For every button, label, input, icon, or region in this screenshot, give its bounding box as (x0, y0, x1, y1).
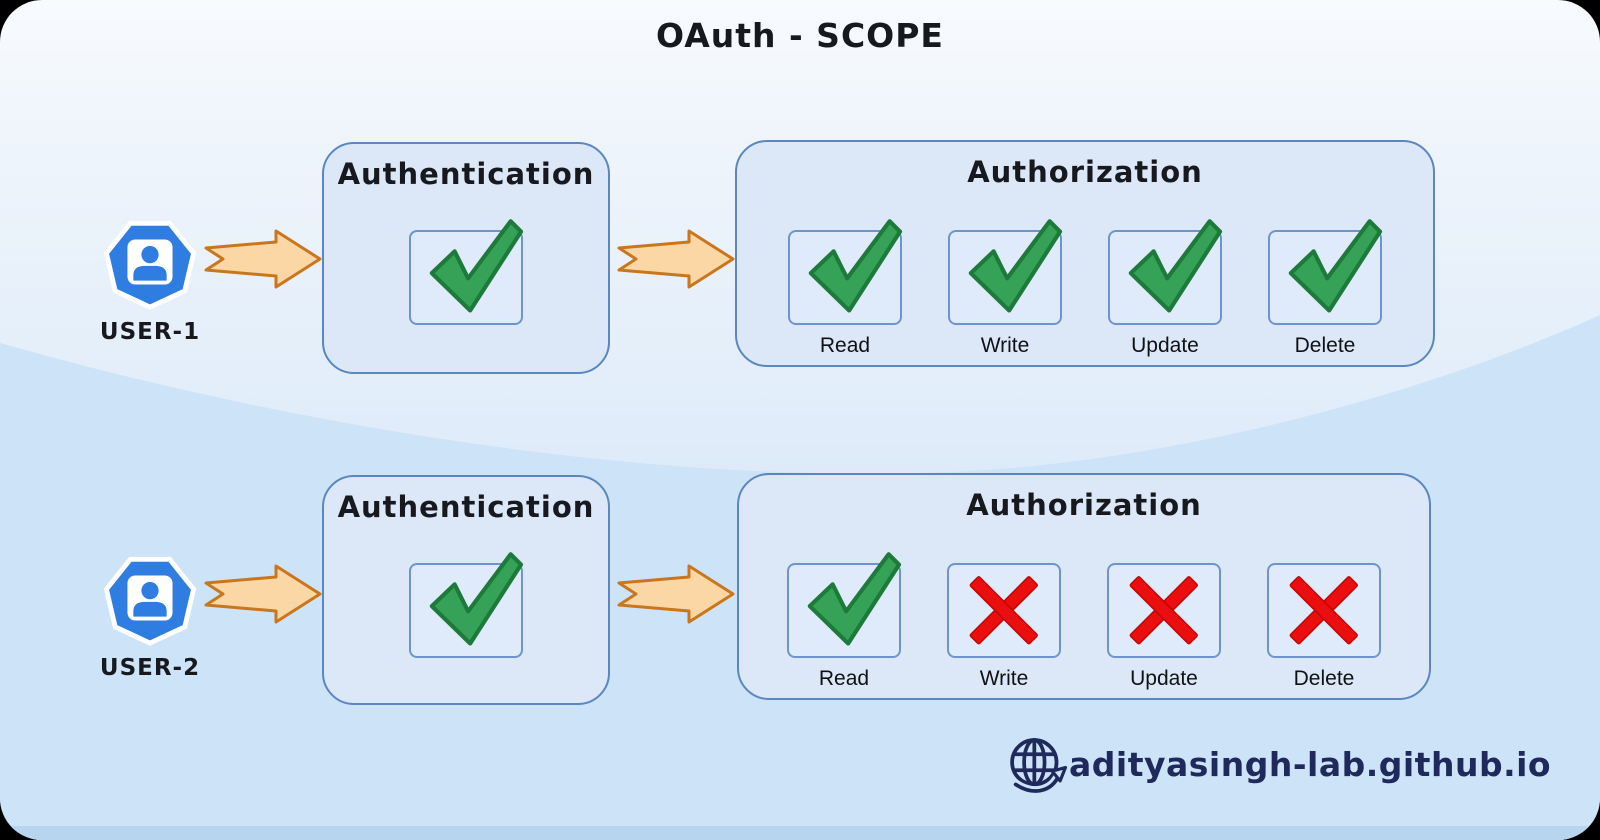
permission-checkbox (947, 563, 1061, 658)
permission-delete: Delete (1268, 230, 1382, 358)
permission-checkbox (787, 563, 901, 658)
permission-write: Write (948, 230, 1062, 358)
website-text: adityasingh-lab.github.io (1069, 744, 1552, 784)
permission-checkbox (948, 230, 1062, 325)
permission-checkbox (1268, 230, 1382, 325)
authentication-title: Authentication (337, 157, 595, 191)
permission-read: Read (787, 563, 901, 691)
authentication-checkbox (409, 563, 523, 658)
permission-checkbox (1107, 563, 1221, 658)
footer-credit: adityasingh-lab.github.io (1005, 732, 1551, 796)
page-title: OAuth - SCOPE (656, 16, 944, 55)
permission-label: Update (1130, 667, 1198, 690)
user-2: USER-2 (90, 547, 210, 681)
permission-read: Read (788, 230, 902, 358)
permissions-row: Read Write Update (739, 563, 1429, 691)
check-icon (415, 547, 532, 651)
permission-checkbox (1108, 230, 1222, 325)
permission-label: Update (1131, 334, 1199, 357)
globe-icon (1005, 732, 1069, 796)
user-label: USER-2 (99, 655, 201, 681)
cross-icon (962, 573, 1046, 648)
authorization-box-user1: Authorization Read Write (735, 140, 1435, 367)
permission-update: Update (1108, 230, 1222, 358)
authentication-checkbox (409, 230, 523, 325)
permission-checkbox (788, 230, 902, 325)
check-icon (415, 214, 532, 318)
cross-icon (1282, 573, 1366, 648)
authorization-title: Authorization (966, 488, 1202, 522)
permission-checkbox (1267, 563, 1381, 658)
check-icon (1114, 214, 1231, 318)
permission-label: Delete (1294, 334, 1356, 357)
permissions-row: Read Write Update (737, 230, 1433, 358)
permission-label: Write (980, 334, 1030, 357)
user-label: USER-1 (99, 319, 201, 345)
cross-icon (1122, 573, 1206, 648)
permission-label: Read (818, 667, 870, 690)
permission-update: Update (1107, 563, 1221, 691)
check-icon (793, 547, 910, 651)
permission-label: Write (979, 667, 1029, 690)
permission-label: Delete (1293, 667, 1355, 690)
user-icon (101, 547, 199, 647)
arrow-right-icon (203, 562, 323, 626)
check-icon (794, 214, 911, 318)
check-icon (1274, 214, 1391, 318)
user-icon (101, 211, 199, 311)
user-1: USER-1 (90, 211, 210, 345)
permission-delete: Delete (1267, 563, 1381, 691)
arrow-right-icon (616, 227, 736, 291)
arrow-right-icon (616, 562, 736, 626)
check-icon (954, 214, 1071, 318)
authorization-box-user2: Authorization Read Write (737, 473, 1431, 700)
authentication-title: Authentication (337, 490, 595, 524)
authentication-box-user2: Authentication (322, 475, 610, 705)
permission-label: Read (819, 334, 871, 357)
permission-write: Write (947, 563, 1061, 691)
authentication-box-user1: Authentication (322, 142, 610, 374)
arrow-right-icon (203, 227, 323, 291)
authorization-title: Authorization (967, 155, 1203, 189)
